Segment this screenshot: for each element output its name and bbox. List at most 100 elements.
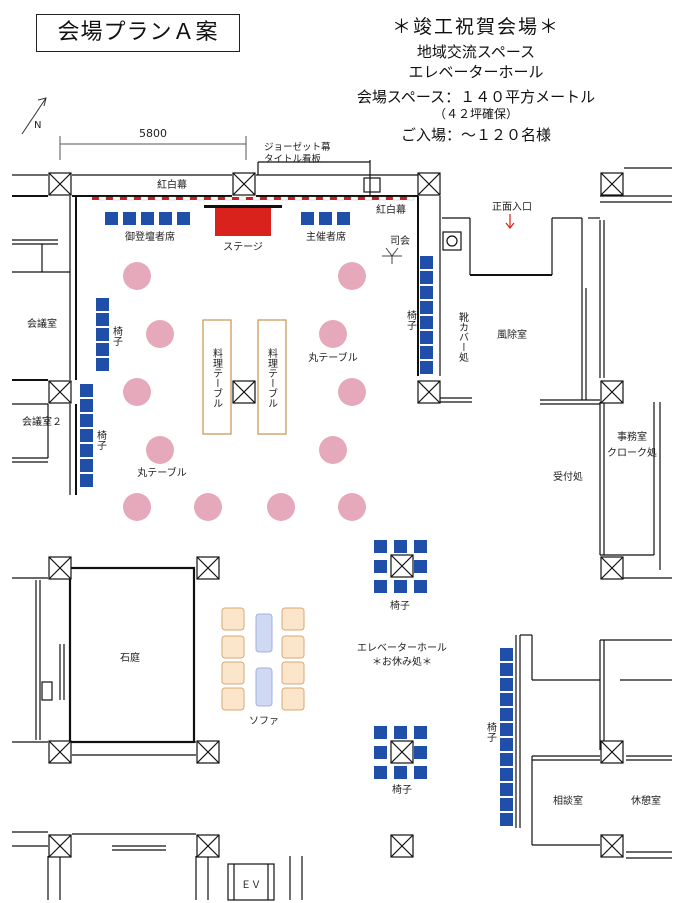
curtain-segment bbox=[336, 196, 345, 201]
curtain-segment bbox=[350, 196, 359, 201]
curtain-segment bbox=[92, 197, 99, 200]
red-white-curtain bbox=[92, 196, 415, 201]
food-table bbox=[257, 319, 287, 435]
chair bbox=[123, 212, 136, 225]
label-lounge: 休憩室 bbox=[631, 794, 661, 807]
label-cloak: クローク処 bbox=[607, 446, 657, 459]
chair bbox=[337, 212, 350, 225]
stage bbox=[215, 208, 271, 236]
sofa-seat bbox=[221, 607, 245, 631]
curtain-segment bbox=[400, 197, 407, 200]
label-reception: 受付処 bbox=[553, 470, 583, 483]
dimension-line bbox=[59, 136, 247, 160]
column bbox=[48, 740, 72, 764]
label-elevator-hall: エレベーターホール bbox=[357, 642, 447, 654]
chair bbox=[500, 813, 513, 826]
column bbox=[600, 740, 624, 764]
round-table bbox=[146, 436, 174, 464]
round-table bbox=[146, 320, 174, 348]
column bbox=[417, 380, 441, 404]
sofa-seat bbox=[281, 607, 305, 631]
curtain-segment bbox=[98, 196, 107, 201]
label-closet-curtain: ジョーゼット幕 bbox=[264, 141, 331, 153]
round-table bbox=[194, 493, 222, 521]
curtain-segment bbox=[274, 197, 281, 200]
curtain-segment bbox=[378, 196, 387, 201]
round-table bbox=[319, 436, 347, 464]
chair bbox=[500, 798, 513, 811]
label-food-table-2: 料理テーブル bbox=[266, 347, 278, 408]
label-guest-seats: 御登壇者席 bbox=[125, 230, 175, 243]
chair bbox=[500, 738, 513, 751]
chair bbox=[96, 313, 109, 326]
chair bbox=[394, 726, 407, 739]
chair bbox=[500, 693, 513, 706]
round-table bbox=[123, 262, 151, 290]
chair bbox=[414, 580, 427, 593]
chair bbox=[500, 783, 513, 796]
round-table bbox=[123, 378, 151, 406]
label-chair-left-2: 椅子 bbox=[95, 429, 107, 450]
curtain-segment bbox=[406, 196, 415, 201]
curtain-segment bbox=[252, 196, 261, 201]
column bbox=[48, 556, 72, 580]
chair bbox=[420, 361, 433, 374]
chair bbox=[394, 766, 407, 779]
chair bbox=[500, 768, 513, 781]
curtain-segment bbox=[148, 197, 155, 200]
curtain-segment bbox=[210, 196, 219, 201]
round-table bbox=[338, 493, 366, 521]
chair bbox=[420, 286, 433, 299]
chair bbox=[394, 540, 407, 553]
curtain-segment bbox=[392, 196, 401, 201]
plan-title: 会場プランＡ案 bbox=[36, 14, 240, 52]
label-stage: ステージ bbox=[223, 242, 263, 253]
chair bbox=[420, 346, 433, 359]
chair bbox=[500, 648, 513, 661]
label-title-board: タイトル看板 bbox=[264, 153, 322, 165]
label-chair-bottom-right: 椅子 bbox=[485, 721, 497, 742]
column bbox=[417, 172, 441, 196]
curtain-segment bbox=[190, 197, 197, 200]
chair bbox=[177, 212, 190, 225]
curtain-segment bbox=[386, 197, 393, 200]
label-food-table-1: 料理テーブル bbox=[211, 347, 223, 408]
chair bbox=[394, 580, 407, 593]
label-red-white-left: 紅白幕 bbox=[157, 178, 187, 191]
chair bbox=[96, 328, 109, 341]
sofa-seat bbox=[221, 635, 245, 659]
column bbox=[600, 172, 624, 196]
title-board bbox=[204, 205, 282, 208]
label-office: 事務室 bbox=[617, 430, 647, 443]
column bbox=[48, 172, 72, 196]
chair bbox=[96, 343, 109, 356]
curtain-segment bbox=[106, 197, 113, 200]
column bbox=[600, 556, 624, 580]
chair bbox=[374, 766, 387, 779]
venue-area: 会場スペース：１４０平方メートル bbox=[356, 88, 596, 106]
curtain-segment bbox=[182, 196, 191, 201]
curtain-segment bbox=[294, 196, 303, 201]
chair bbox=[374, 746, 387, 759]
curtain-segment bbox=[308, 196, 317, 201]
round-table bbox=[338, 262, 366, 290]
chair bbox=[319, 212, 332, 225]
chair bbox=[414, 726, 427, 739]
chair bbox=[500, 663, 513, 676]
round-table bbox=[319, 320, 347, 348]
chair bbox=[420, 316, 433, 329]
column bbox=[196, 556, 220, 580]
chair bbox=[141, 212, 154, 225]
curtain-segment bbox=[288, 197, 295, 200]
curtain-segment bbox=[344, 197, 351, 200]
column bbox=[600, 834, 624, 858]
curtain-segment bbox=[246, 197, 253, 200]
emcee-stand-icon bbox=[382, 247, 402, 264]
chair bbox=[80, 429, 93, 442]
curtain-segment bbox=[358, 197, 365, 200]
sofa-seat bbox=[281, 661, 305, 685]
column bbox=[196, 834, 220, 858]
curtain-segment bbox=[154, 196, 163, 201]
curtain-segment bbox=[120, 197, 127, 200]
